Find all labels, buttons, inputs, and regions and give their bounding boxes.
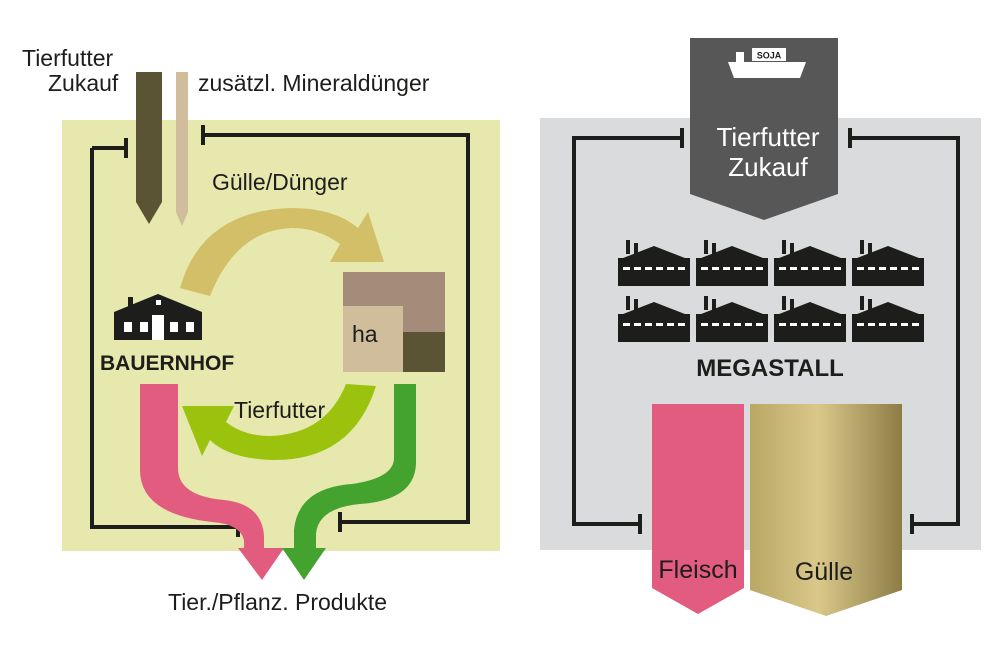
meat-output-arrow: [652, 404, 744, 614]
megastall-feed-label-line-2: Zukauf: [728, 152, 808, 182]
megastall-right-loop-line: [850, 136, 960, 526]
feed-purchase-label-line-1: Tierfutter: [22, 45, 114, 71]
feed-arc-arrow: [182, 384, 376, 461]
megastall-left-loop-line: [572, 136, 682, 526]
manure-label: Gülle/Dünger: [212, 169, 348, 195]
feed-label: Tierfutter: [234, 397, 326, 423]
feed-purchase-arrow: [136, 72, 162, 224]
field-plot: [343, 272, 445, 372]
soy-ship-icon: [728, 48, 806, 78]
meat-label: Fleisch: [658, 556, 737, 584]
right-outer-loop-line: [203, 133, 470, 524]
megastall-label: MEGASTALL: [696, 355, 844, 382]
soy-label: SOJA: [757, 51, 782, 61]
megastall-feed-label-line-1: Tierfutter: [716, 122, 819, 152]
products-label: Tier./Pflanz. Produkte: [168, 589, 387, 615]
right-panel-megastall: SOJA Tierfutter Zukauf MEGASTALL Fleisch…: [540, 38, 981, 616]
plant-products-arrow: [282, 384, 416, 580]
megastall-feed-purchase-arrow: [690, 38, 838, 220]
mineral-fertilizer-label: zusätzl. Mineraldünger: [198, 70, 430, 96]
farmhouse-icon: [114, 294, 202, 340]
mineral-fertilizer-arrow: [176, 72, 188, 226]
manure-arc-arrow: [180, 208, 384, 296]
left-panel-traditional-farm: Tierfutter Zukauf zusätzl. Mineraldünger…: [22, 45, 500, 615]
manure-output-arrow: [750, 404, 902, 616]
feed-purchase-label-line-2: Zukauf: [48, 70, 119, 96]
manure-output-label: Gülle: [795, 558, 853, 586]
farm-label: BAUERNHOF: [100, 352, 234, 375]
left-outer-loop-line: [90, 148, 238, 529]
animal-products-arrow: [140, 384, 284, 580]
field-label: ha: [352, 321, 378, 347]
